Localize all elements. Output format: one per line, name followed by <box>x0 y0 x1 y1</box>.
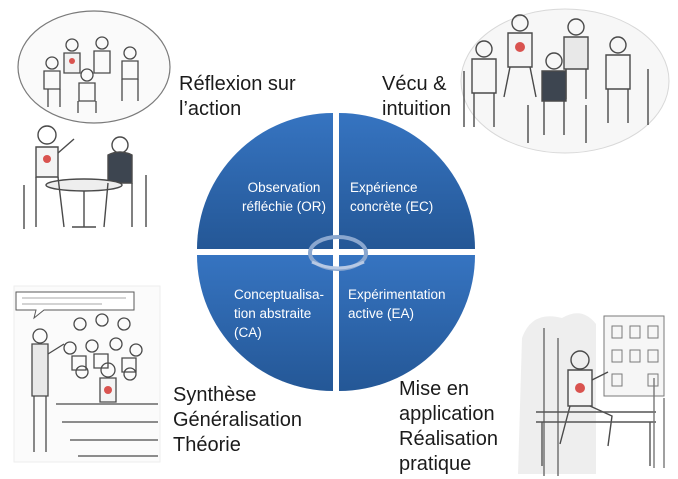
quadrant-experience <box>339 113 475 249</box>
label-reflection: Réflexion sur l’action <box>179 73 296 120</box>
label-application: Mise en application Réalisation pratique <box>399 378 498 475</box>
quadrant-observation <box>197 113 333 249</box>
quadrant-label-or: Observation réfléchie (OR) <box>241 180 327 214</box>
group-discussion-illustration <box>17 10 171 229</box>
quadrant-conceptualisation <box>197 255 333 391</box>
quadrant-label-ea: Expérimentation active (EA) <box>348 287 446 321</box>
quadrant-experimentation <box>339 255 475 391</box>
quadrant-label-ec: Expérience concrète (EC) <box>350 180 434 214</box>
man-on-park-bench-illustration <box>518 313 665 476</box>
presenter-audience-illustration <box>13 285 161 463</box>
label-synthesis: Synthèse Généralisation Théorie <box>173 384 302 456</box>
group-circle-illustration <box>460 8 670 154</box>
quadrant-label-ca: Conceptualisa- tion abstraite (CA) <box>234 287 325 340</box>
cycle-ring-arc <box>311 260 365 270</box>
label-lived-intuition: Vécu & intuition <box>382 73 451 120</box>
